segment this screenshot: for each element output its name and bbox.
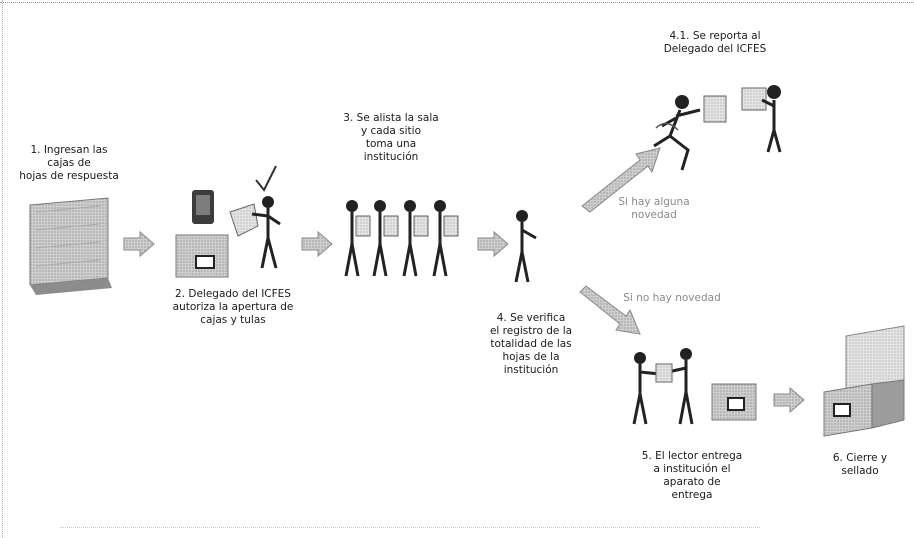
handover-people-icon — [632, 348, 757, 425]
arrow-right-icon — [773, 386, 805, 414]
arrow-down-right-icon — [579, 285, 641, 335]
report-to-delegate-icon — [653, 85, 782, 171]
branch-upper-label: Si hay alguna novedad — [618, 196, 690, 221]
footer-divider — [60, 527, 760, 532]
answer-sheets-icon — [29, 197, 112, 295]
box-and-delegate-icon — [175, 165, 281, 278]
step-5-label: 5. El lector entrega a institución el ap… — [641, 450, 743, 501]
sealed-boxes-icon — [823, 325, 905, 437]
step-4-label: 4. Se verifica el registro de la totalid… — [489, 312, 573, 376]
arrow-up-right-icon — [581, 147, 661, 213]
arrow-right-icon — [123, 230, 155, 258]
step-6-label: 6. Cierre y sellado — [832, 452, 888, 477]
step-2-label: 2. Delegado del ICFES autoriza la apertu… — [172, 288, 294, 326]
step-1-label: 1. Ingresan las cajas de hojas de respue… — [19, 144, 119, 182]
arrow-right-icon — [301, 230, 333, 258]
frame-top-border — [0, 0, 914, 3]
arrow-right-icon — [477, 230, 509, 258]
step-4-1-label: 4.1. Se reporta al Delegado del ICFES — [663, 30, 767, 55]
people-group-icon — [344, 200, 459, 277]
branch-lower-label: Si no hay novedad — [623, 292, 721, 304]
frame-left-border — [0, 0, 3, 538]
verifier-person-icon — [514, 210, 537, 283]
step-3-label: 3. Se alista la sala y cada sitio toma u… — [343, 112, 439, 163]
